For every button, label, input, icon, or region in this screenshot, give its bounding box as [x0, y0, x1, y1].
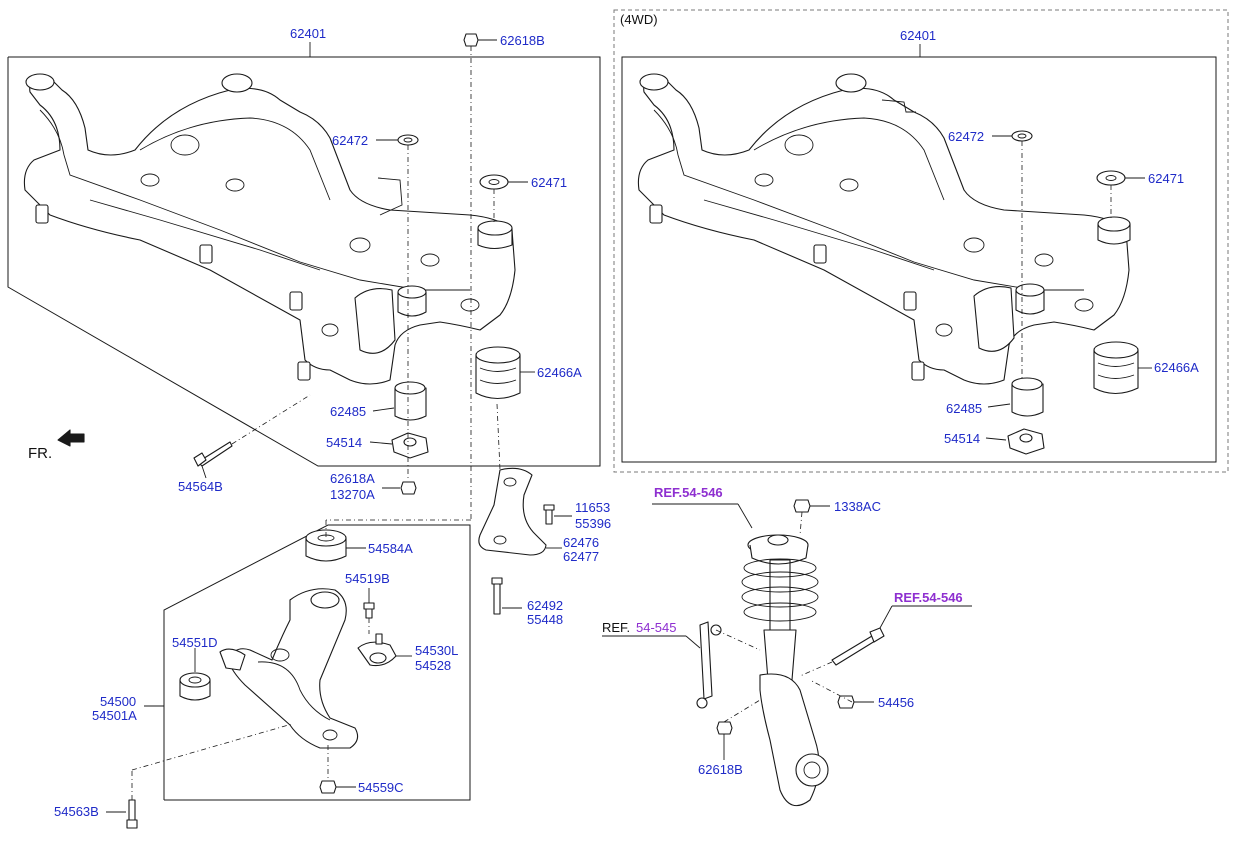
label-bushing-front-4wd: 62485 — [946, 401, 982, 416]
label-bracket-bolt-b: 55396 — [575, 516, 611, 531]
label-bushing-front: 62485 — [330, 404, 366, 419]
label-arm-bolt-small: 54519B — [345, 571, 390, 586]
label-nut-top: 62618B — [500, 33, 545, 48]
label-lower-arm-a: 54500 — [100, 694, 136, 709]
label-subframe: 62401 — [290, 26, 326, 41]
subframe-drawing — [23, 73, 516, 385]
ref-strut-top: REF.54-546 — [654, 485, 723, 500]
label-washer-rear-4wd: 62471 — [1148, 171, 1184, 186]
label-ball-joint-b: 54528 — [415, 658, 451, 673]
label-ball-joint-a: 54530L — [415, 643, 458, 658]
label-subframe-4wd: 62401 — [900, 28, 936, 43]
lower-arm-parts — [126, 529, 397, 829]
label-stopper: 54514 — [326, 435, 362, 450]
ref-stabilizer-code: 54-545 — [636, 620, 676, 635]
label-nut-small-a: 62618A — [330, 471, 375, 486]
strut-knuckle-parts — [696, 499, 885, 807]
labels-2wd: 62401 62618B 62472 62471 62466A 62485 54… — [28, 26, 611, 819]
ref-stabilizer-prefix: REF. — [602, 620, 630, 635]
label-bushing-rear-4wd: 62466A — [1154, 360, 1199, 375]
front-indicator: FR. — [28, 445, 52, 462]
label-washer-upper-4wd: 62472 — [948, 129, 984, 144]
label-arm-bushing-front: 54551D — [172, 635, 218, 650]
label-strut-nut: 1338AC — [834, 499, 881, 514]
parts-4wd — [1007, 130, 1139, 455]
label-arm-nut: 54559C — [358, 780, 404, 795]
label-washer-upper: 62472 — [332, 133, 368, 148]
labels-strut: REF.54-546 1338AC REF.54-546 REF. 54-545… — [602, 485, 963, 777]
label-bracket-b: 62477 — [563, 549, 599, 564]
label-nut-small-b: 13270A — [330, 487, 375, 502]
label-lower-arm-b: 54501A — [92, 708, 137, 723]
label-bolt-long-b: 55448 — [527, 612, 563, 627]
label-bracket-bolt-a: 11653 — [575, 500, 610, 515]
label-stopper-4wd: 54514 — [944, 431, 980, 446]
label-bushing-rear: 62466A — [537, 365, 582, 380]
label-arm-bushing-rear: 54584A — [368, 541, 413, 556]
label-knuckle-nut: 54456 — [878, 695, 914, 710]
bracket-parts — [478, 467, 555, 615]
labels-4wd: (4WD) 62401 62472 62471 62466A 62485 545… — [620, 12, 1199, 446]
variant-label-4wd: (4WD) — [620, 12, 658, 27]
label-link-nut: 62618B — [698, 762, 743, 777]
label-bolt-long-a: 62492 — [527, 598, 563, 613]
label-bolt-front: 54564B — [178, 479, 223, 494]
parts-2wd — [57, 33, 521, 495]
main-subframe-frame — [7, 56, 601, 467]
ref-strut-side: REF.54-546 — [894, 590, 963, 605]
leader-lines — [106, 39, 1152, 813]
lower-arm-frame — [163, 524, 471, 801]
4wd-dashed-frame — [613, 9, 1229, 473]
subframe-4wd-drawing — [637, 73, 1131, 385]
label-washer-rear: 62471 — [531, 175, 567, 190]
label-arm-bolt: 54563B — [54, 804, 99, 819]
label-bracket-a: 62476 — [563, 535, 599, 550]
